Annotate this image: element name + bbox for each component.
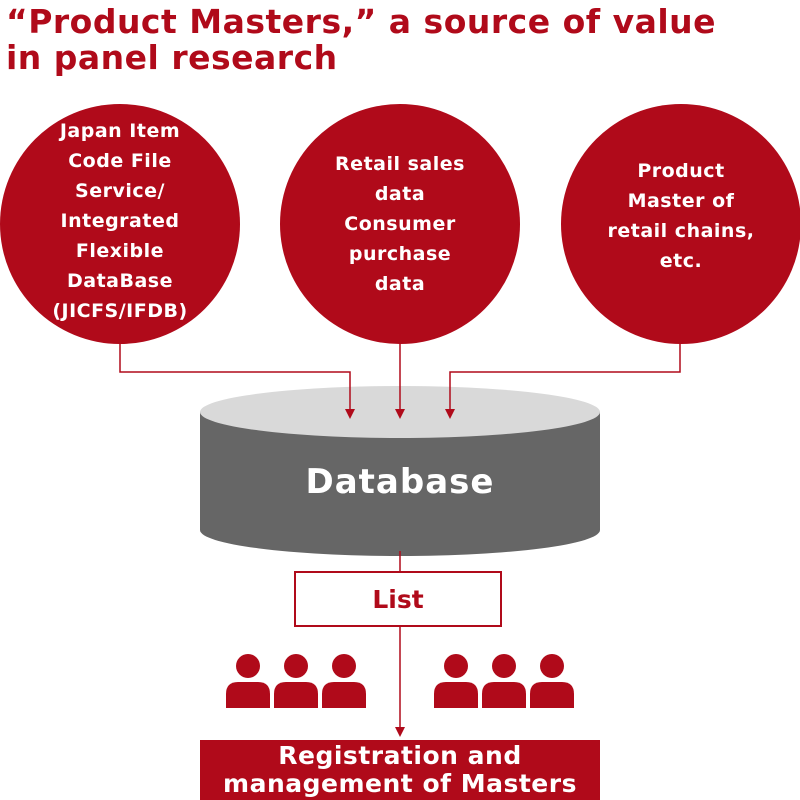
source-circle-retail-master: Product Master of retail chains, etc. [561,104,800,344]
source-2-line: data [374,183,426,205]
database-label: Database [305,462,495,502]
source-3-line: Product [637,160,725,182]
source-2-line: purchase [348,243,452,265]
source-1-line: Flexible [75,240,165,262]
title-line-2: in panel research [6,38,338,77]
person-icon [226,654,270,708]
source-3-line: retail chains, [607,220,755,242]
person-icon [274,654,318,708]
registration-line-2: management of Masters [223,769,577,798]
source-2-line: Consumer [344,213,456,235]
connector-source-1 [119,340,355,419]
title-line-1: “Product Masters,” a source of value [6,2,717,41]
source-text-sales-data: Retail sales data Consumer purchase data [335,149,465,299]
source-text-retail-master: Product Master of retail chains, etc. [608,156,755,276]
diagram-title: “Product Masters,” a source of value in … [6,4,796,76]
source-1-line: (JICFS/IFDB) [52,300,188,322]
list-label: List [372,584,424,614]
source-3-line: Master of [627,190,735,212]
source-1-line: Japan Item [59,120,181,142]
person-icon [482,654,526,708]
person-icon [530,654,574,708]
source-1-line: Service/ [75,180,165,202]
list-box: List [294,571,502,627]
source-1-line: DataBase [66,270,173,292]
source-1-line: Code File [68,150,172,172]
source-2-line: data [374,273,426,295]
source-text-jicfs: Japan Item Code File Service/ Integrated… [52,116,187,326]
source-3-line: etc. [659,250,703,272]
registration-box: Registration and management of Masters [200,740,600,800]
source-circle-jicfs: Japan Item Code File Service/ Integrated… [0,104,240,344]
connector-source-3 [445,340,681,419]
source-2-line: Retail sales [335,153,465,175]
person-icon [322,654,366,708]
source-circle-sales-data: Retail sales data Consumer purchase data [280,104,520,344]
person-icon [434,654,478,708]
source-1-line: Integrated [60,210,180,232]
registration-line-1: Registration and [278,741,522,770]
